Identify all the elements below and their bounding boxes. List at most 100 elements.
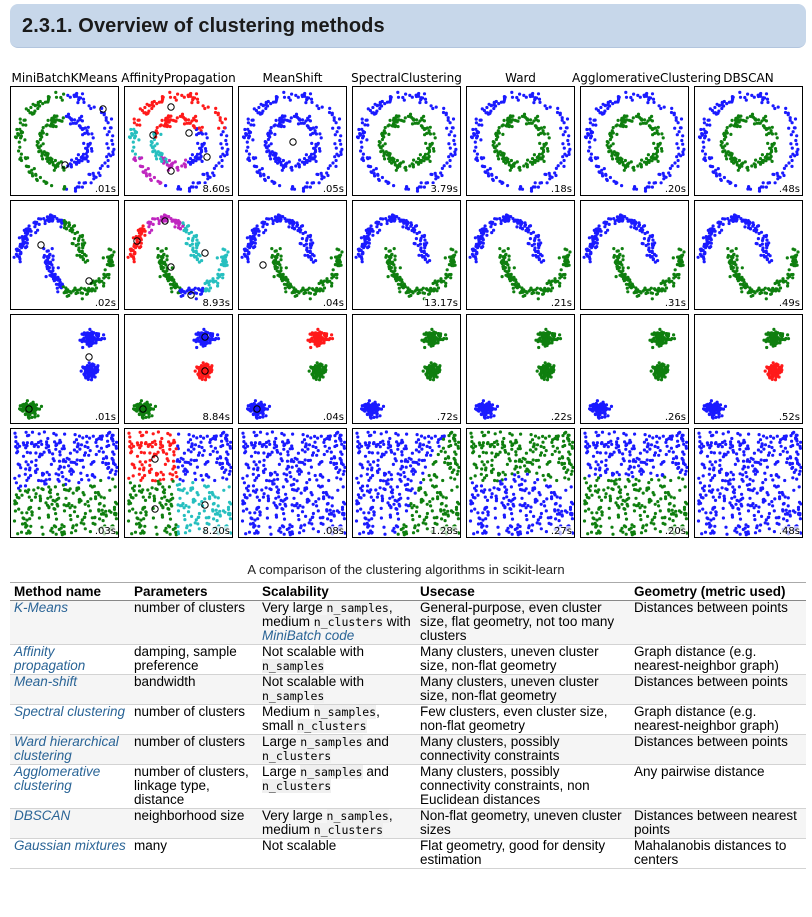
- data-point: [615, 157, 619, 161]
- data-point: [616, 118, 620, 122]
- data-point: [676, 146, 680, 150]
- data-point: [493, 222, 497, 226]
- data-point: [527, 289, 531, 293]
- data-point: [720, 140, 724, 145]
- data-point: [305, 160, 309, 164]
- data-point: [720, 106, 724, 111]
- data-point: [650, 243, 655, 247]
- data-point: [659, 181, 663, 185]
- scatter-cell-DBSCAN-row2: .49s: [694, 200, 803, 310]
- data-point: [265, 222, 269, 226]
- data-point: [395, 215, 399, 219]
- data-point: [758, 243, 762, 248]
- data-point: [151, 407, 156, 411]
- data-point: [88, 327, 92, 331]
- data-point: [89, 363, 93, 367]
- data-point: [588, 145, 592, 149]
- data-point: [396, 95, 401, 99]
- data-point: [676, 121, 680, 125]
- data-point: [424, 252, 429, 256]
- data-point: [614, 262, 618, 266]
- data-point: [371, 105, 375, 110]
- data-point: [788, 116, 792, 120]
- data-point: [677, 276, 681, 280]
- data-point: [92, 105, 96, 109]
- data-point: [319, 136, 323, 140]
- data-point: [308, 159, 312, 163]
- data-point: [682, 250, 686, 254]
- data-point: [309, 238, 313, 242]
- data-point: [305, 236, 309, 241]
- data-point: [746, 168, 750, 172]
- data-point: [543, 286, 547, 290]
- data-point: [382, 135, 386, 139]
- data-point: [56, 275, 60, 279]
- data-point: [204, 132, 208, 136]
- data-point: [730, 218, 734, 222]
- data-point: [529, 286, 533, 290]
- data-point: [133, 134, 137, 138]
- data-point: [769, 154, 773, 159]
- data-point: [721, 222, 725, 226]
- data-point: [498, 179, 502, 183]
- data-point: [558, 111, 562, 115]
- data-point: [790, 164, 794, 168]
- data-point: [148, 103, 152, 107]
- data-point: [252, 123, 256, 127]
- data-point: [221, 247, 225, 251]
- data-point: [140, 156, 144, 160]
- data-point: [567, 142, 571, 146]
- data-point: [173, 219, 177, 223]
- data-point: [80, 250, 84, 255]
- data-point: [606, 145, 610, 149]
- data-point: [340, 250, 344, 254]
- data-point: [137, 138, 141, 142]
- data-point: [795, 152, 799, 156]
- data-point: [87, 286, 91, 290]
- data-point: [788, 118, 792, 122]
- data-point: [509, 215, 513, 219]
- data-point: [37, 222, 41, 226]
- data-point: [270, 247, 274, 251]
- data-point: [263, 177, 267, 181]
- timing-label: .48s: [778, 184, 800, 195]
- data-point: [500, 262, 504, 266]
- data-point: [214, 336, 218, 341]
- data-point: [532, 153, 536, 157]
- data-point: [62, 168, 66, 172]
- data-point: [386, 275, 390, 279]
- data-point: [409, 115, 413, 119]
- data-point: [596, 156, 600, 160]
- data-point: [328, 106, 332, 110]
- data-point: [602, 167, 606, 171]
- data-point: [308, 185, 312, 189]
- data-point: [303, 253, 307, 257]
- data-point: [774, 132, 778, 136]
- data-point: [588, 260, 592, 264]
- data-point: [757, 231, 761, 236]
- data-point: [354, 255, 358, 259]
- data-point: [655, 131, 659, 135]
- data-point: [100, 336, 104, 341]
- data-point: [511, 217, 515, 221]
- data-point: [644, 291, 648, 296]
- data-point: [621, 266, 625, 270]
- data-point: [109, 261, 113, 265]
- data-point: [520, 289, 524, 293]
- scatter-cell-SpectralClustering-row2: 13.17s: [352, 200, 461, 310]
- data-point: [76, 101, 80, 105]
- data-point: [198, 375, 202, 379]
- data-point: [282, 125, 286, 129]
- data-point: [419, 236, 423, 241]
- data-point: [160, 118, 164, 122]
- data-point: [451, 264, 455, 268]
- data-point: [507, 258, 511, 262]
- data-point: [562, 158, 566, 163]
- data-point: [80, 233, 85, 238]
- data-point: [223, 261, 227, 265]
- data-point: [670, 164, 674, 168]
- data-point: [166, 116, 170, 120]
- data-point: [549, 283, 553, 287]
- data-point: [440, 166, 444, 170]
- data-point: [24, 164, 28, 168]
